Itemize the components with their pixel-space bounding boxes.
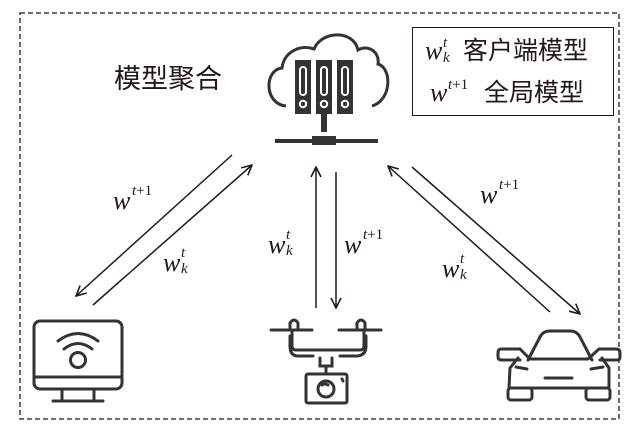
camera-drone-icon — [269, 318, 383, 405]
arrow-global-to-monitor — [76, 154, 233, 296]
legend: w t k 客户端模型 w t+1 全局模型 — [412, 27, 614, 116]
aggregation-label: 模型聚合 — [114, 64, 222, 95]
legend-item-client-model: w t k 客户端模型 — [425, 35, 588, 66]
symbol-superscript: t — [443, 35, 448, 51]
client-model-symbol: w t k — [425, 35, 455, 66]
wifi-monitor-icon — [32, 319, 124, 403]
symbol-base: w — [425, 36, 443, 65]
car-icon — [496, 329, 622, 402]
cloud-server-icon — [267, 33, 390, 145]
symbol-superscript: t+1 — [448, 77, 469, 93]
legend-label: 客户端模型 — [462, 36, 588, 65]
arrow-car-to-server — [388, 166, 551, 313]
arrow-global-to-car — [411, 166, 580, 314]
symbol-subscript: k — [443, 50, 450, 66]
dashed-frame — [19, 12, 620, 420]
legend-item-global-model: w t+1 全局模型 — [430, 77, 584, 107]
symbol-base: w — [430, 78, 448, 107]
global-model-symbol: w t+1 — [430, 77, 476, 107]
legend-label: 全局模型 — [483, 78, 584, 107]
arrow-monitor-to-server — [92, 165, 252, 306]
